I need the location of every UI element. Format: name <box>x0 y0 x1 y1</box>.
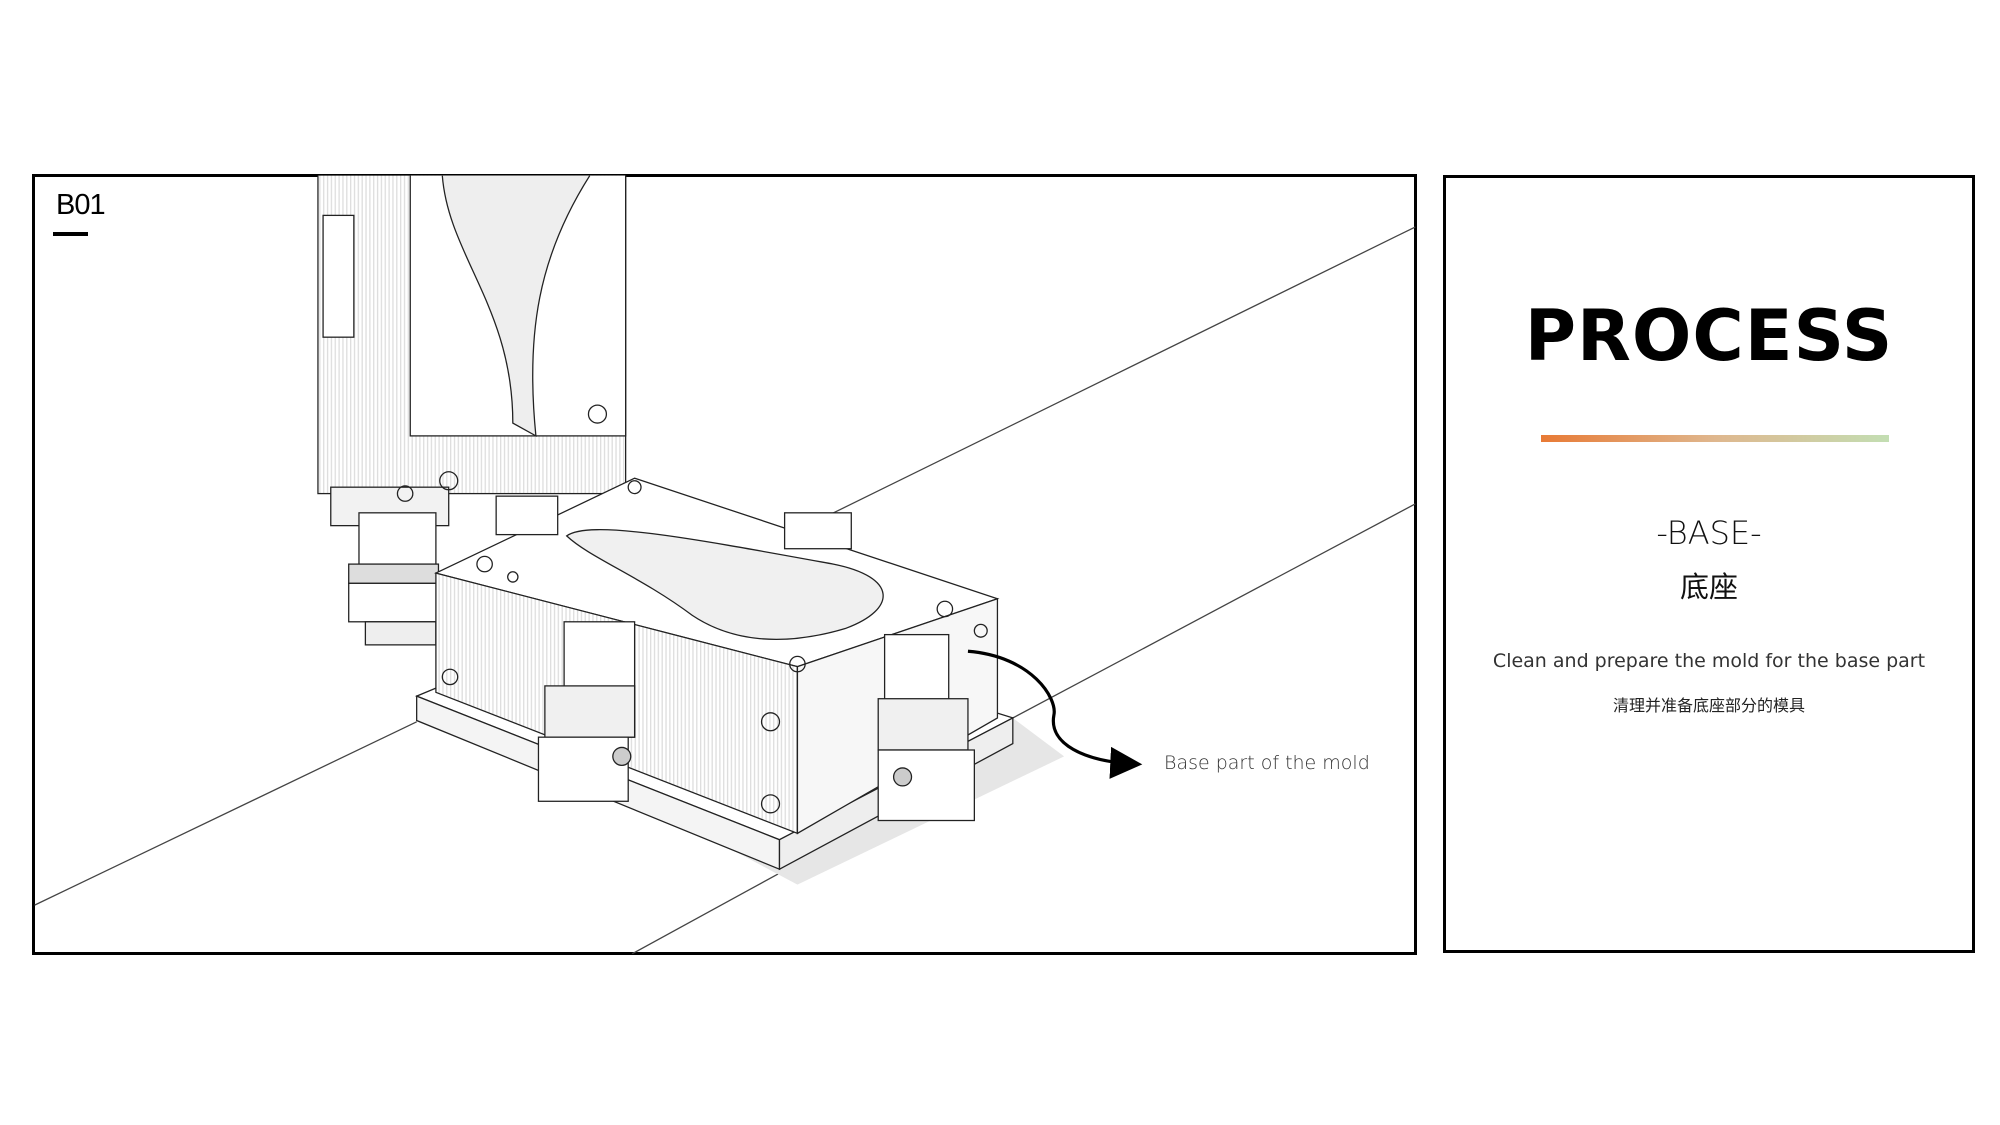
stage-name-en: -BASE- <box>1656 514 1762 552</box>
panel-title: PROCESS <box>1524 295 1894 377</box>
description-en: Clean and prepare the mold for the base … <box>1492 650 1926 672</box>
clamp-right <box>877 633 976 822</box>
info-panel: PROCESS -BASE- 底座 Clean and prepare the … <box>1443 175 1975 953</box>
rear-clamps <box>495 495 852 550</box>
step-underline <box>53 232 88 236</box>
floor-lines <box>34 226 1416 954</box>
description-cn: 清理并准备底座部分的模具 <box>1612 698 1805 715</box>
stage-name-cn: 底座 <box>1679 572 1738 604</box>
drawing <box>34 175 1416 954</box>
callout-arrow <box>967 649 1143 779</box>
accent-gradient-bar <box>1541 435 1889 442</box>
callout-label: Base part of the mold <box>1164 752 1370 774</box>
step-id: B01 <box>56 189 106 221</box>
clamp-left <box>537 621 636 802</box>
robot-arm <box>317 175 627 646</box>
